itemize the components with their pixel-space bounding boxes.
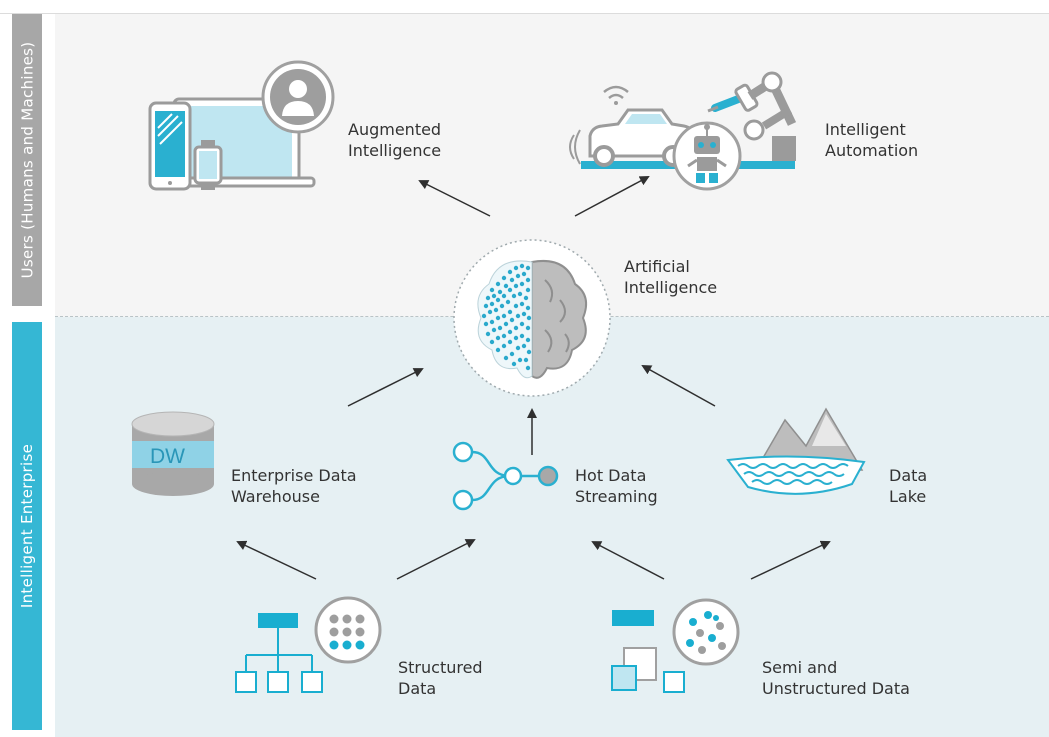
semi-line1: Semi and (762, 658, 838, 677)
users-sidebar: Users (Humans and Machines) (12, 14, 42, 306)
arrow-semi-to-streaming (591, 541, 665, 580)
hot-data-streaming-label: Hot Data Streaming (575, 465, 658, 507)
structured-line1: Structured (398, 658, 483, 677)
warehouse-line2: Warehouse (231, 487, 320, 506)
mountain-lake-icon (726, 407, 866, 495)
semi-line2: Unstructured Data (762, 679, 910, 698)
ai-line2: Intelligence (624, 278, 718, 297)
warehouse-icon-label: DW (150, 445, 185, 468)
automation-icon (569, 71, 797, 191)
automation-line2: Automation (825, 141, 919, 160)
artificial-intelligence-label: Artificial Intelligence (624, 256, 717, 298)
lake-line1: Data (889, 466, 928, 485)
automation-line1: Intelligent (825, 120, 906, 139)
structured-data-icon (235, 596, 382, 693)
augmented-intelligence-label: Augmented Intelligence (348, 119, 441, 161)
arrow-semi-to-lake (750, 540, 831, 580)
streaming-nodes-icon (452, 441, 559, 511)
intelligent-automation-label: Intelligent Automation (825, 119, 918, 161)
ai-line1: Artificial (624, 257, 690, 276)
structured-data-label: Structured Data (398, 657, 483, 699)
enterprise-sidebar: Intelligent Enterprise (12, 322, 42, 730)
augmented-line1: Augmented (348, 120, 442, 139)
database-cylinder-icon: DW (131, 411, 215, 496)
unstructured-data-icon (611, 598, 740, 693)
arrow-structured-to-streaming (396, 539, 476, 580)
brain-icon (453, 239, 611, 397)
devices-icon (148, 60, 335, 191)
arrows (236, 176, 831, 580)
arrow-warehouse-to-ai (347, 368, 424, 407)
enterprise-data-warehouse-label: Enterprise Data Warehouse (231, 465, 357, 507)
data-lake-label: Data Lake (889, 465, 927, 507)
lake-line2: Lake (889, 487, 927, 506)
streaming-line2: Streaming (575, 487, 658, 506)
streaming-line1: Hot Data (575, 466, 647, 485)
arrow-lake-to-ai (641, 365, 716, 407)
top-band (0, 0, 1049, 14)
augmented-line2: Intelligence (348, 141, 442, 160)
arrow-ai-to-augmented (418, 180, 491, 217)
semi-unstructured-data-label: Semi and Unstructured Data (762, 657, 910, 699)
warehouse-line1: Enterprise Data (231, 466, 357, 485)
arrow-structured-to-warehouse (236, 540, 317, 580)
arrow-ai-to-automation (574, 176, 650, 217)
structured-line2: Data (398, 679, 437, 698)
